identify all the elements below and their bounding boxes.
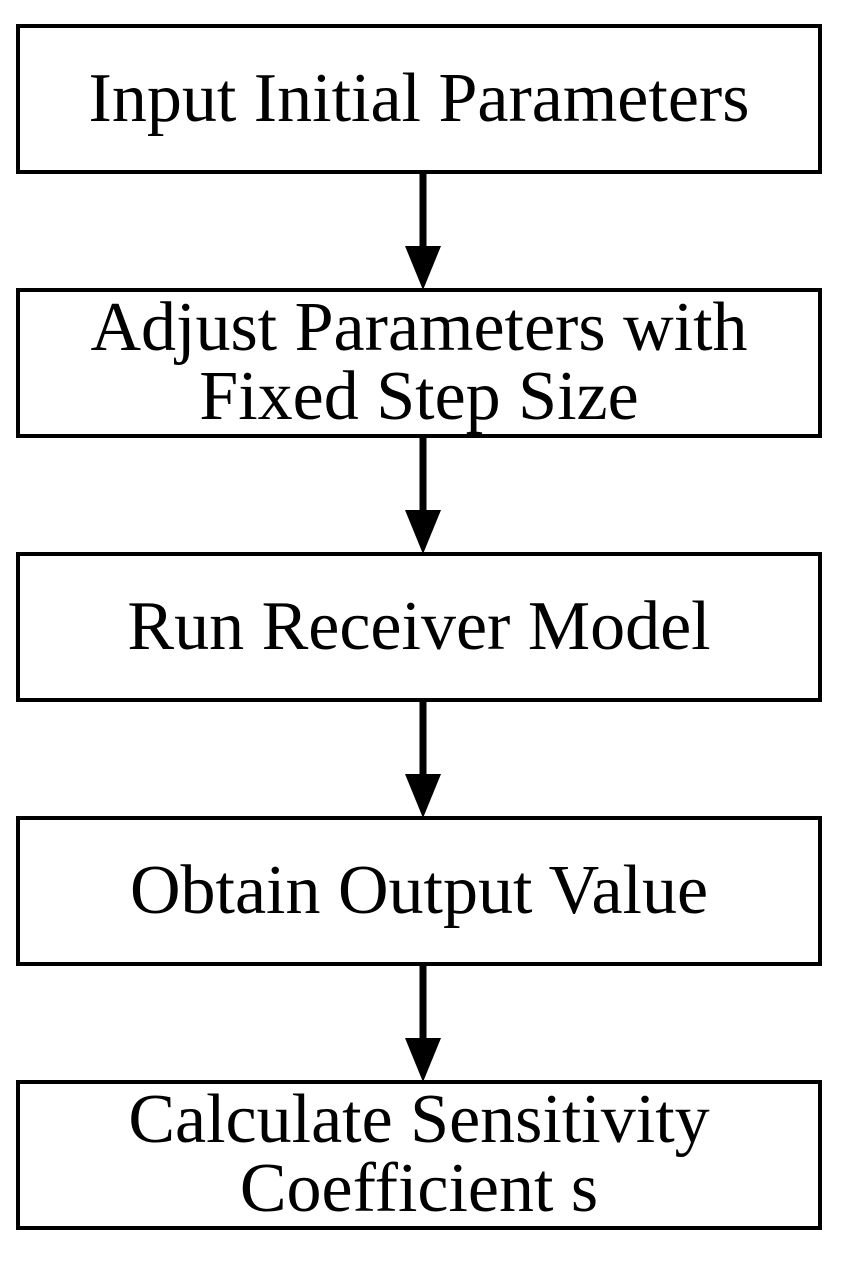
step-label-line: Input Initial Parameters (88, 60, 750, 137)
arrow-down-icon (405, 438, 441, 554)
arrow-down-icon (405, 702, 441, 818)
step-label-line: Adjust Parameters with (90, 289, 748, 367)
step-box-adjust-parameters: Adjust Parameters with Fixed Step Size (16, 288, 822, 438)
step-label-line: Obtain Output Value (129, 852, 709, 929)
step-label-line: Coefficient s (239, 1150, 599, 1227)
step-box-obtain-output-value: Obtain Output Value (16, 816, 822, 966)
step-label-line: Run Receiver Model (127, 588, 711, 665)
step-label-line: Calculate Sensitivity (128, 1081, 710, 1159)
arrow-down-icon (405, 966, 441, 1082)
step-label-line: Fixed Step Size (199, 358, 639, 435)
step-box-run-receiver-model: Run Receiver Model (16, 552, 822, 702)
step-box-calculate-sensitivity: Calculate Sensitivity Coefficient s (16, 1080, 822, 1230)
step-box-input-initial-parameters: Input Initial Parameters (16, 24, 822, 174)
arrow-down-icon (405, 174, 441, 290)
